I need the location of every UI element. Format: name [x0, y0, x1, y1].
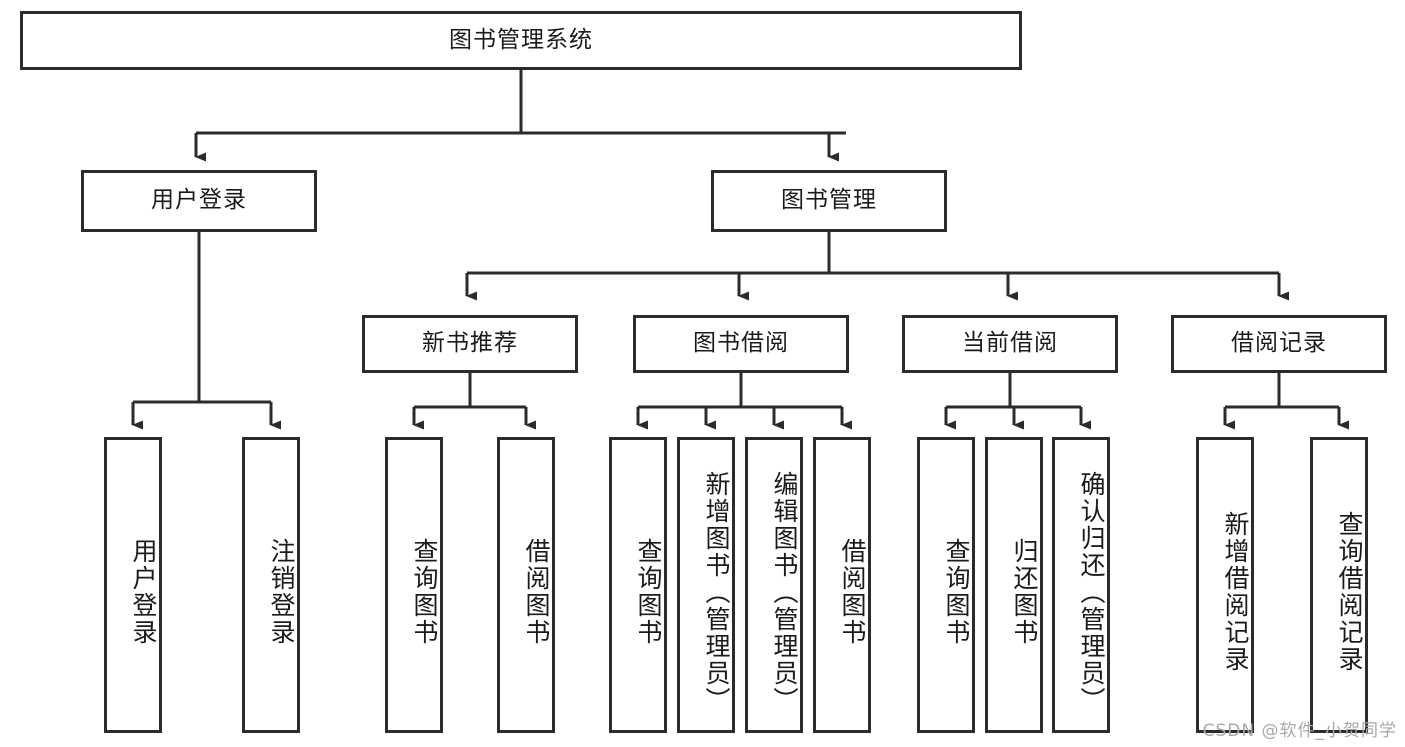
leaf-label: 查询借阅记录: [1335, 511, 1364, 673]
leaf-label: 借阅图书: [522, 538, 551, 646]
node-borrow-record-label: 借阅记录: [1231, 330, 1327, 357]
leaf-new-book-borrow[interactable]: 借阅图书: [497, 437, 555, 733]
node-user-login-label: 用户登录: [151, 187, 247, 214]
leaf-current-query-book[interactable]: 查询图书: [917, 437, 975, 733]
leaf-label: 编辑图书（管理员）: [770, 470, 799, 714]
leaf-label: 确认归还（管理员）: [1077, 470, 1106, 714]
leaf-label: 新增图书（管理员）: [702, 470, 731, 714]
leaf-record-query[interactable]: 查询借阅记录: [1310, 437, 1368, 733]
node-current-borrow[interactable]: 当前借阅: [902, 315, 1118, 373]
node-new-book-recommend[interactable]: 新书推荐: [362, 315, 578, 373]
node-user-login[interactable]: 用户登录: [81, 170, 317, 232]
leaf-label: 归还图书: [1010, 538, 1039, 646]
node-new-book-recommend-label: 新书推荐: [422, 330, 518, 357]
leaf-current-return-book[interactable]: 归还图书: [985, 437, 1043, 733]
watermark: CSDN @软件_小贺同学: [1202, 721, 1397, 741]
leaf-label: 借阅图书: [838, 538, 867, 646]
leaf-label: 查询图书: [410, 538, 439, 646]
leaf-borrow-borrow-book[interactable]: 借阅图书: [813, 437, 871, 733]
leaf-user-login-signin[interactable]: 用户登录: [104, 437, 162, 733]
leaf-label: 查询图书: [942, 538, 971, 646]
node-book-borrow-label: 图书借阅: [693, 330, 789, 357]
node-root-label: 图书管理系统: [449, 26, 593, 53]
node-book-management-label: 图书管理: [781, 187, 877, 214]
leaf-label: 新增借阅记录: [1221, 511, 1250, 673]
node-root[interactable]: 图书管理系统: [20, 11, 1022, 70]
node-current-borrow-label: 当前借阅: [962, 330, 1058, 357]
node-borrow-record[interactable]: 借阅记录: [1171, 315, 1387, 373]
node-book-management[interactable]: 图书管理: [711, 170, 947, 232]
leaf-user-login-signout[interactable]: 注销登录: [242, 437, 300, 733]
leaf-record-add[interactable]: 新增借阅记录: [1196, 437, 1254, 733]
leaf-current-confirm-return[interactable]: 确认归还（管理员）: [1052, 437, 1110, 733]
leaf-borrow-query-book[interactable]: 查询图书: [609, 437, 667, 733]
leaf-label: 查询图书: [634, 538, 663, 646]
leaf-borrow-edit-book[interactable]: 编辑图书（管理员）: [745, 437, 803, 733]
leaf-label: 用户登录: [129, 538, 158, 646]
leaf-new-book-query[interactable]: 查询图书: [385, 437, 443, 733]
leaf-label: 注销登录: [267, 538, 296, 646]
node-book-borrow[interactable]: 图书借阅: [633, 315, 849, 373]
leaf-borrow-add-book[interactable]: 新增图书（管理员）: [677, 437, 735, 733]
